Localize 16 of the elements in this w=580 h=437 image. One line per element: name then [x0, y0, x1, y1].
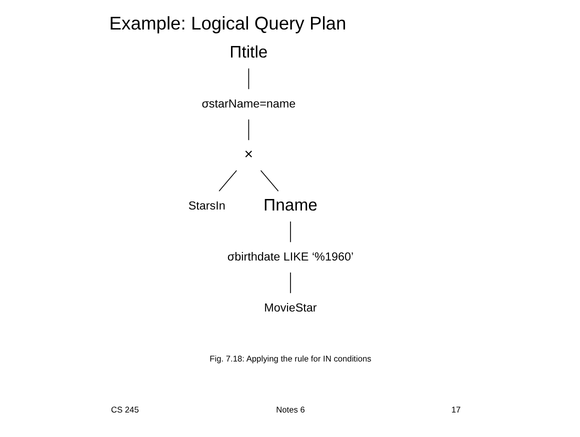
connector	[248, 68, 249, 90]
node-text: StarsIn	[188, 199, 225, 212]
label: 17	[450, 404, 460, 415]
label: CS 245	[110, 404, 138, 415]
node-text: Πtitle	[229, 42, 268, 62]
connector	[260, 170, 278, 192]
caption: Fig. 7.18: Applying the rule for IN conditions	[209, 354, 371, 364]
connector	[218, 170, 237, 192]
diagram-title: Example: Logical Query Plan	[108, 12, 346, 34]
connector	[248, 119, 249, 141]
node-text: σstarName=name	[201, 97, 296, 110]
node-text: ×	[244, 146, 253, 164]
node-text: Πname	[263, 196, 317, 215]
node-text: σbirthdate LIKE ‘%1960’	[226, 250, 354, 264]
node-text: MovieStar	[264, 301, 316, 314]
label: Notes 6	[276, 404, 304, 415]
